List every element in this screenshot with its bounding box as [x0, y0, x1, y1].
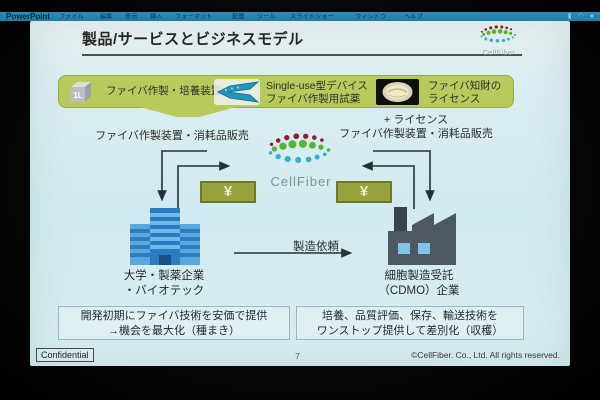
cellfiber-logo-center: CellFiber	[260, 131, 342, 189]
page-number: 7	[295, 351, 300, 361]
university-building-icon	[130, 208, 200, 265]
menu-item-arrange[interactable]: 配置	[232, 12, 245, 21]
left-entity-line1: 大学・製薬企業	[123, 270, 205, 282]
slide-canvas: 製品/サービスとビジネスモデル CellFiber	[30, 21, 570, 366]
offerings-band	[58, 75, 514, 108]
battery-icon[interactable]: ▮	[567, 13, 572, 20]
cellfiber-logo-icon	[268, 133, 331, 164]
cube-volume-label: 1L	[73, 91, 82, 100]
copyright-text: ©CellFiber. Co., Ltd. All rights reserve…	[411, 350, 560, 360]
bioreactor-cube-icon: 1L	[71, 82, 91, 102]
menu-item-window[interactable]: ウィンドウ	[355, 12, 387, 21]
left-flow-label: ファイバ作製装置・消耗品販売	[95, 130, 249, 142]
menu-item-help[interactable]: ヘルプ	[404, 12, 423, 21]
left-entity-label: 大学・製薬企業 ・バイオテック	[94, 269, 234, 299]
title-divider	[82, 54, 522, 56]
right-entity-line1: 細胞製造受託	[384, 270, 454, 282]
yen-badge-right: ¥	[336, 181, 392, 203]
wifi-icon[interactable]: ◠	[577, 13, 584, 20]
right-entity-label: 細胞製造受託 （CDMO）企業	[358, 269, 480, 299]
cellfiber-logo-icon	[480, 25, 516, 43]
left-strategy-note: 開発初期にファイバ技術を安価で提供 →機会を最大化（種まき）	[58, 306, 290, 340]
right-flow-label: + ライセンス ファイバ作製装置・消耗品販売	[328, 114, 504, 142]
menu-bar: PowerPoint ファイル 編集 表示 挿入 フォーマット 配置 ツール ス…	[0, 12, 600, 21]
clock-icon[interactable]: ●	[589, 13, 594, 20]
fiber-dish-photo-icon	[376, 79, 419, 105]
offering-3-label-line1: ファイバ知財の	[428, 80, 502, 92]
left-strategy-line1: 開発初期にファイバ技術を安価で提供	[80, 310, 268, 322]
menu-item-edit[interactable]: 編集	[100, 12, 113, 21]
menu-item-slideshow[interactable]: スライドショー	[290, 12, 334, 21]
left-entity-line2: ・バイオテック	[123, 284, 205, 297]
cellfiber-wordmark-center: CellFiber	[270, 174, 332, 189]
factory-icon	[388, 207, 456, 265]
cellfiber-wordmark-top: CellFiber	[482, 50, 516, 57]
offering-1-label: ファイバ作製・培養装置	[106, 85, 222, 97]
menu-item-file[interactable]: ファイル	[59, 12, 84, 21]
menu-app-name[interactable]: PowerPoint	[6, 12, 51, 21]
right-strategy-line1: 培養、品質評価、保存、輸送技術を	[322, 310, 498, 322]
offerings-band-tail	[140, 107, 236, 117]
offering-2-label-line2: ファイバ作製用試薬	[266, 93, 361, 106]
slide-title: 製品/サービスとビジネスモデル	[82, 31, 304, 48]
menu-item-insert[interactable]: 挿入	[150, 12, 163, 21]
yen-badge-left: ¥	[200, 181, 256, 203]
menu-item-tools[interactable]: ツール	[257, 12, 276, 21]
offering-3-label-line2: ライセンス	[428, 93, 481, 106]
left-strategy-line2: →機会を最大化（種まき）	[108, 324, 240, 337]
offering-2-label-line1: Single-use型デバイス	[266, 80, 368, 92]
cellfiber-logo-top: CellFiber	[470, 24, 528, 57]
right-flow-label-line2: ファイバ作製装置・消耗品販売	[339, 127, 493, 140]
right-strategy-line2: ワンストップ提供して差別化（収穫）	[316, 324, 504, 337]
right-flow-label-line1: + ライセンス	[383, 114, 449, 126]
single-use-device-icon	[214, 79, 260, 105]
menu-item-format[interactable]: フォーマット	[175, 12, 213, 21]
menu-item-view[interactable]: 表示	[125, 12, 138, 21]
manufacture-request-label: 製造依頼	[293, 241, 339, 253]
right-entity-line2: （CDMO）企業	[378, 284, 460, 297]
right-strategy-note: 培養、品質評価、保存、輸送技術を ワンストップ提供して差別化（収穫）	[296, 306, 524, 340]
confidential-badge: Confidential	[36, 348, 94, 362]
